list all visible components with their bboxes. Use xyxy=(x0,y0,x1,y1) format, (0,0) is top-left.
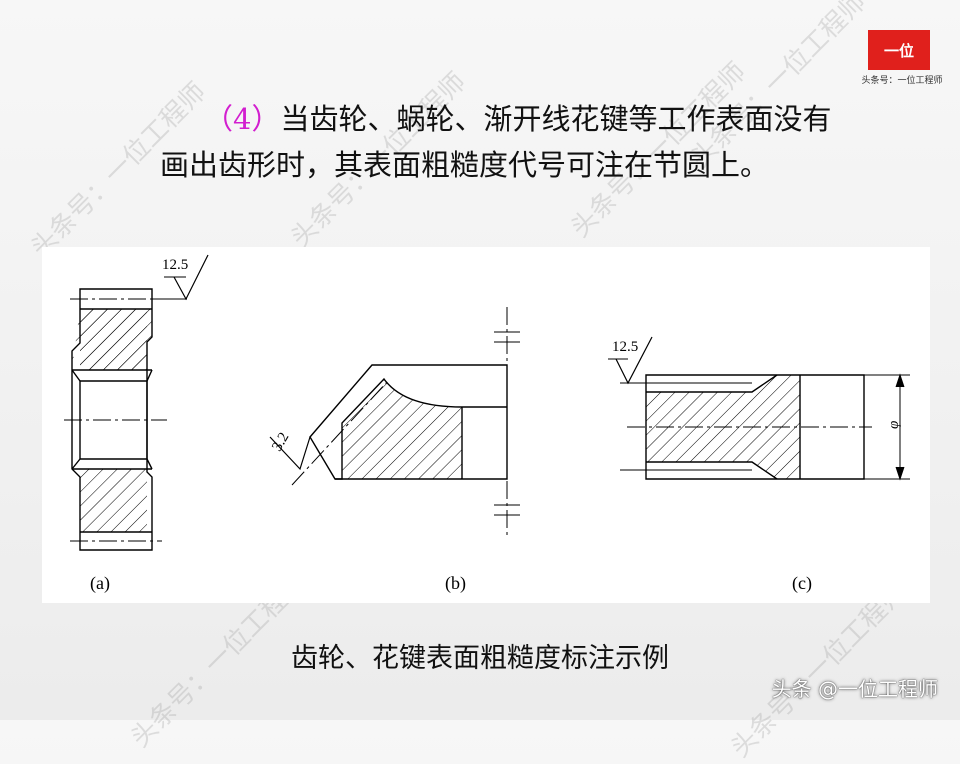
figure-label-c: (c) xyxy=(792,573,812,594)
figure-caption: 齿轮、花键表面粗糙度标注示例 xyxy=(291,643,669,674)
explanation-paragraph: （4）当齿轮、蜗轮、渐开线花键等工作表面没有 画出齿形时，其表面粗糙度代号可注在… xyxy=(160,96,900,188)
paragraph-number: （4） xyxy=(204,102,281,136)
diameter-symbol: φ xyxy=(886,421,902,429)
roughness-value-a: 12.5 xyxy=(162,257,188,273)
logo-subtitle: 头条号：一位工程师 xyxy=(861,76,943,86)
logo-badge: 一位 xyxy=(868,30,930,70)
figure-label-a: (a) xyxy=(90,573,110,594)
figure-label-b: (b) xyxy=(445,573,466,594)
figure-a xyxy=(64,254,209,551)
source-watermark: 头条 @一位工程师 xyxy=(771,677,938,701)
paragraph-line-1: 当齿轮、蜗轮、渐开线花键等工作表面没有 xyxy=(280,102,832,136)
roughness-value-b: 3.2 xyxy=(269,430,292,454)
figure-c xyxy=(608,336,910,481)
figure-b xyxy=(269,307,520,537)
figure-panel: 12.5 (a) 3.2 (b) xyxy=(42,247,930,603)
paragraph-line-2: 画出齿形时，其表面粗糙度代号可注在节圆上。 xyxy=(160,148,770,182)
roughness-value-c: 12.5 xyxy=(612,339,638,355)
roughness-figure: 12.5 (a) 3.2 (b) xyxy=(64,254,910,594)
